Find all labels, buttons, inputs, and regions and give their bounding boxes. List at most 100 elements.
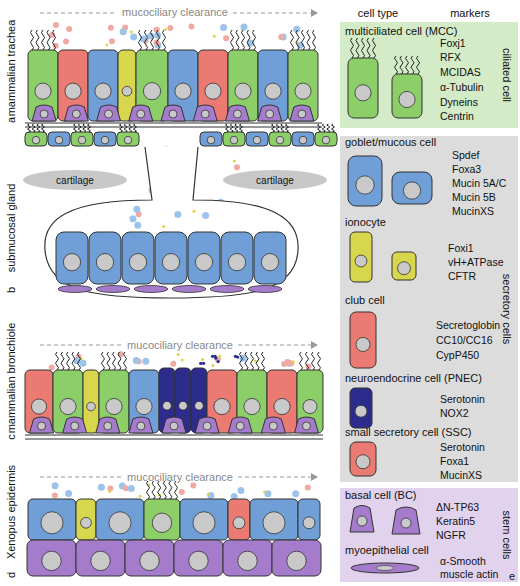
cilium: [240, 124, 243, 132]
ion-dot: [147, 484, 150, 487]
secretion-dot: [167, 25, 173, 31]
nucleus: [136, 398, 152, 414]
nucleus: [175, 83, 191, 99]
nucleus: [244, 398, 260, 414]
cilium: [42, 124, 45, 132]
serotonin-dot: [211, 355, 214, 358]
mucus-dot: [297, 42, 304, 49]
nucleus: [163, 401, 172, 410]
mucus-dot: [128, 485, 135, 492]
secretion-dot: [278, 34, 284, 40]
cell-body: [53, 370, 83, 433]
cell-type-name: ionocyte: [345, 216, 386, 228]
cilium: [296, 30, 299, 50]
cell-type-name: club cell: [345, 294, 385, 306]
nucleus: [35, 83, 51, 99]
cell-body: [188, 232, 220, 284]
nucleus: [274, 398, 290, 414]
serotonin-dot: [214, 355, 217, 358]
marker-text: Serotonin: [440, 394, 485, 406]
cell-body: [89, 232, 121, 284]
secretion-dot: [288, 360, 294, 366]
cell-body: [207, 370, 237, 433]
secretion-dot: [305, 485, 311, 491]
marker-text: Centrin: [440, 111, 474, 123]
cell-type-name: small secretory cell (SSC): [345, 426, 472, 438]
flow-line: [40, 12, 117, 13]
flow-line: [238, 344, 312, 345]
mucus-dot: [149, 187, 156, 194]
cilium: [32, 124, 35, 132]
cell-body: [159, 368, 175, 433]
cilium: [120, 124, 123, 132]
nucleus: [253, 136, 261, 144]
mucus-dot: [142, 358, 149, 365]
cilium: [147, 481, 150, 499]
nucleus: [193, 512, 215, 534]
ion-dot: [211, 364, 214, 367]
mucus-dot: [240, 355, 247, 362]
serotonin-dot: [202, 362, 205, 365]
marker-text: Mucin 5A/C: [452, 178, 506, 190]
nucleus: [233, 517, 245, 529]
marker-text: Serotonin: [440, 442, 485, 454]
marker-text: Dyneins: [440, 97, 478, 109]
cilium: [322, 124, 325, 132]
cilium: [74, 124, 77, 132]
nucleus: [303, 517, 315, 529]
secretion-dot: [215, 356, 221, 362]
cilium: [312, 352, 315, 370]
nucleus: [201, 110, 209, 118]
marker-text: α-Tubulin: [440, 82, 484, 94]
cell-body: [144, 499, 180, 540]
ion-dot: [295, 41, 298, 44]
ion-dot: [108, 490, 111, 493]
flow-label: mucociliary clearance: [127, 471, 233, 483]
marker-text: CFTR: [448, 271, 476, 283]
secretion-dot: [179, 489, 185, 495]
secretion-dot: [223, 35, 229, 41]
basal-cell: [129, 105, 153, 121]
cilium: [157, 30, 160, 50]
nucleus: [195, 401, 204, 410]
nucleus: [60, 398, 76, 414]
marker-text: α-Smooth: [440, 556, 486, 568]
cell-type-name: myoepithelial cell: [345, 544, 429, 556]
basal-cell: [129, 417, 153, 433]
myoepithelial-cell: [210, 286, 244, 293]
nucleus: [106, 398, 122, 414]
cilium: [118, 352, 121, 370]
nucleus: [298, 110, 306, 118]
nucleus: [91, 551, 110, 570]
nucleus: [101, 136, 109, 144]
mucus-dot: [133, 206, 140, 213]
ion-dot: [254, 360, 257, 363]
cell-body: [94, 132, 116, 146]
mucus-dot: [231, 493, 238, 500]
cilium: [83, 124, 86, 132]
secretion-dot: [143, 38, 149, 44]
mucus-dot: [140, 36, 147, 43]
marker-text: Mucin 5B: [452, 192, 496, 204]
cell-body: [136, 50, 168, 121]
cilium: [318, 352, 321, 370]
tissue-label: mammalian trachea: [5, 20, 17, 117]
secretion-dot: [118, 351, 124, 357]
ion-dot: [157, 28, 160, 31]
cilium: [72, 352, 75, 370]
cilium: [152, 481, 155, 499]
basal-cell: [228, 417, 252, 433]
ion-dot: [122, 32, 125, 35]
basal-cell: [63, 417, 87, 433]
cell-group-panel: stem cells: [340, 488, 518, 582]
cilium: [169, 481, 172, 499]
secretion-dot: [52, 493, 58, 499]
nucleus: [238, 551, 257, 570]
cell-body: [180, 499, 228, 540]
nucleus: [41, 512, 63, 534]
nucleus: [263, 512, 285, 534]
mucus-dot: [120, 28, 127, 35]
cilium: [318, 124, 321, 132]
serotonin-dot: [216, 360, 219, 363]
mucus-dot: [163, 147, 170, 154]
